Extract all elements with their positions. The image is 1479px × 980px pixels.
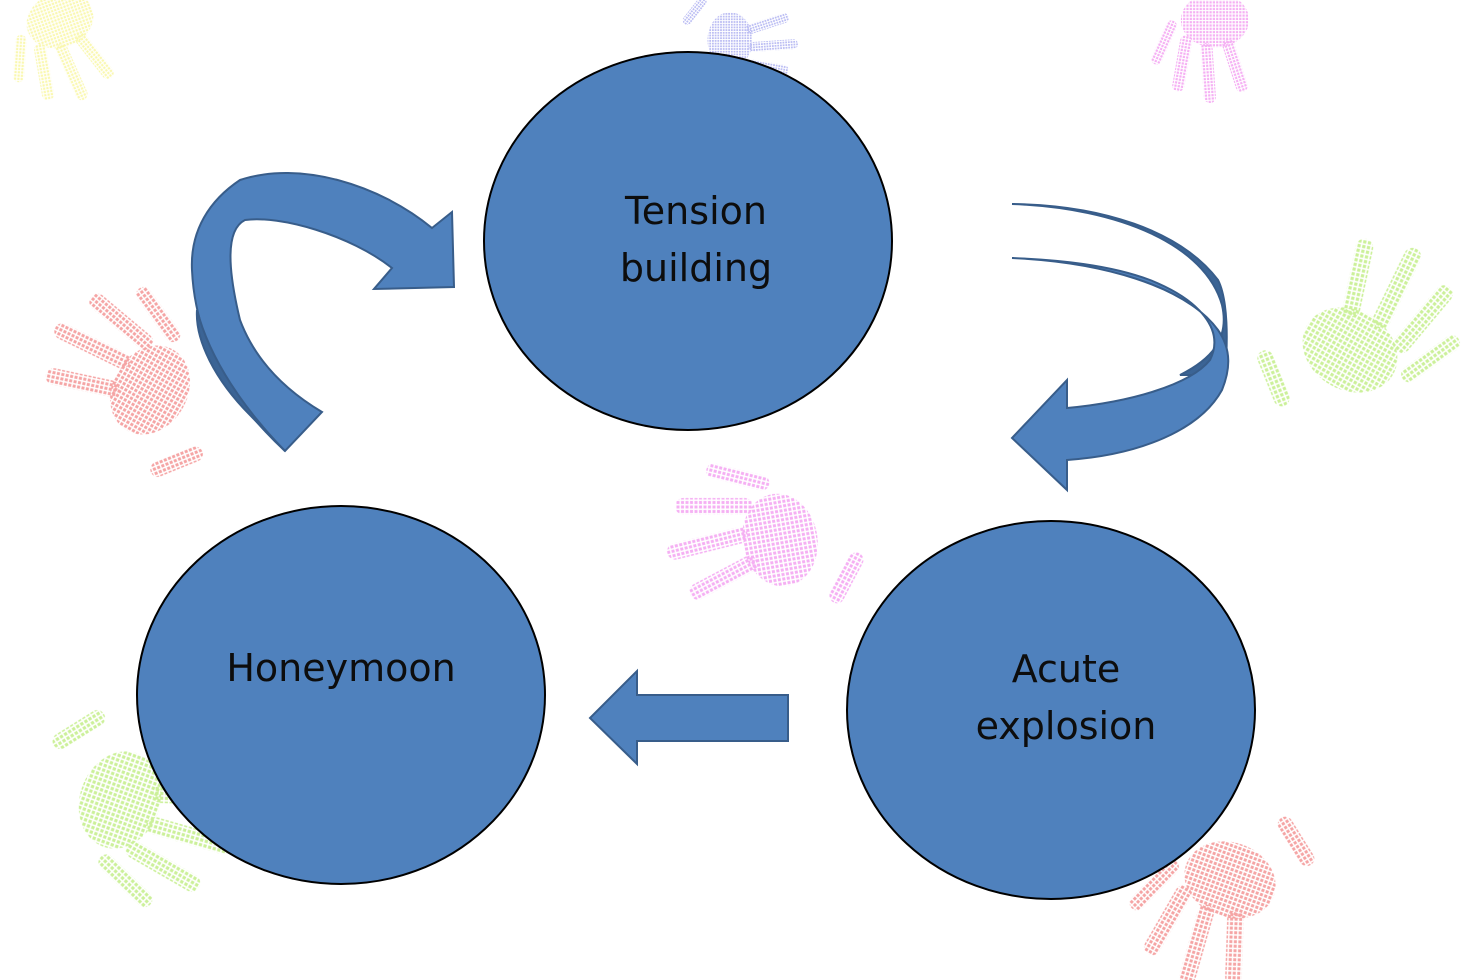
node-acute-explosion bbox=[846, 520, 1256, 900]
arrow-honeymoon-to-tension bbox=[190, 172, 456, 453]
arrow-tension-to-explosion bbox=[1010, 203, 1230, 493]
node-tension-building bbox=[483, 51, 893, 431]
handprint-yellow-top-left bbox=[0, 0, 141, 121]
handprint-multicolor-top-right bbox=[1149, 0, 1271, 104]
arrow-explosion-to-honeymoon bbox=[588, 668, 789, 767]
handprint-magenta-center bbox=[652, 437, 874, 634]
node-honeymoon bbox=[136, 505, 546, 885]
handprint-green-right bbox=[1236, 204, 1479, 474]
